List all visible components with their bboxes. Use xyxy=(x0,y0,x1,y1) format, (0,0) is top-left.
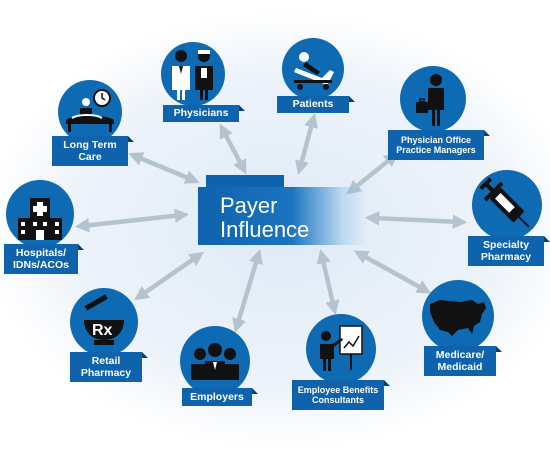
node-retail-pharmacy: Rx Retail Pharmacy xyxy=(66,288,150,386)
label-physician-office-line1: Physician Office xyxy=(400,134,471,145)
node-long-term-care: Long Term Care xyxy=(52,80,134,172)
label-specialty-pharmacy-line1: Specialty xyxy=(482,238,530,251)
long-term-care-icon xyxy=(58,80,122,144)
arrow-patients xyxy=(294,113,319,175)
employers-icon xyxy=(180,326,250,396)
label-employers: Employers xyxy=(182,388,258,406)
label-employee-benefits: Employee Benefits Consultants xyxy=(292,380,390,410)
hospital-icon xyxy=(6,180,74,248)
label-retail-pharmacy: Retail Pharmacy xyxy=(70,352,148,382)
label-long-term-care: Long Term Care xyxy=(52,136,134,166)
label-employee-benefits-line2: Consultants xyxy=(311,395,364,405)
patient-bed-icon xyxy=(282,38,344,100)
svg-text:Rx: Rx xyxy=(92,322,113,339)
label-long-term-care-line2: Care xyxy=(78,151,102,163)
label-retail-pharmacy-line1: Retail xyxy=(91,354,121,367)
usa-map-icon xyxy=(422,280,494,352)
label-physician-office-line2: Practice Managers xyxy=(396,145,476,155)
arrow-retail-pharmacy xyxy=(134,251,204,301)
node-patients: Patients xyxy=(277,38,357,118)
label-specialty-pharmacy: Specialty Pharmacy xyxy=(468,236,550,266)
arrow-employee-benefits xyxy=(316,248,340,316)
label-hospitals-line2: IDNs/ACOs xyxy=(12,259,69,271)
rx-mortar-icon: Rx xyxy=(70,288,138,356)
arrow-physician-office xyxy=(346,152,399,195)
office-worker-icon xyxy=(400,66,466,132)
arrow-employers xyxy=(232,249,263,333)
label-employers-line1: Employers xyxy=(190,390,244,403)
center-tab xyxy=(206,175,284,189)
label-medicare-medicaid-line2: Medicaid xyxy=(437,361,483,373)
arrow-long-term-care xyxy=(128,152,200,184)
payer-influence-box: Payer Influence xyxy=(198,175,368,245)
arrow-physicians xyxy=(219,123,247,175)
label-employee-benefits-line1: Employee Benefits xyxy=(297,384,379,395)
physicians-icon xyxy=(161,42,225,106)
label-patients: Patients xyxy=(277,96,355,113)
node-physicians: Physicians xyxy=(158,42,248,128)
arrow-medicare xyxy=(353,250,432,294)
node-medicare-medicaid: Medicare/ Medicaid xyxy=(420,280,506,380)
label-physicians: Physicians xyxy=(163,105,245,122)
label-hospitals: Hospitals/ IDNs/ACOs xyxy=(4,244,84,274)
node-physician-office: Physician Office Practice Managers xyxy=(388,66,494,162)
label-physicians-line1: Physicians xyxy=(173,107,229,120)
label-patients-line1: Patients xyxy=(292,98,334,111)
presenter-icon xyxy=(306,314,376,384)
node-hospitals: Hospitals/ IDNs/ACOs xyxy=(4,180,86,282)
center-title-line2: Influence xyxy=(220,217,310,242)
node-employers: Employers xyxy=(178,326,258,412)
arrow-hospitals xyxy=(74,208,190,233)
label-specialty-pharmacy-line2: Pharmacy xyxy=(480,251,532,263)
label-medicare-medicaid-line1: Medicare/ xyxy=(435,348,485,361)
node-specialty-pharmacy: Specialty Pharmacy xyxy=(466,170,550,272)
center-banner xyxy=(198,187,368,245)
label-medicare-medicaid: Medicare/ Medicaid xyxy=(424,346,502,376)
label-long-term-care-line1: Long Term xyxy=(63,138,117,151)
arrow-specialty-pharmacy xyxy=(364,211,468,229)
label-retail-pharmacy-line2: Pharmacy xyxy=(80,367,132,379)
syringe-icon xyxy=(472,170,542,240)
node-employee-benefits: Employee Benefits Consultants xyxy=(292,314,394,412)
center-title-line1: Payer xyxy=(220,193,278,218)
label-physician-office: Physician Office Practice Managers xyxy=(388,130,490,160)
label-hospitals-line1: Hospitals/ xyxy=(15,246,67,259)
